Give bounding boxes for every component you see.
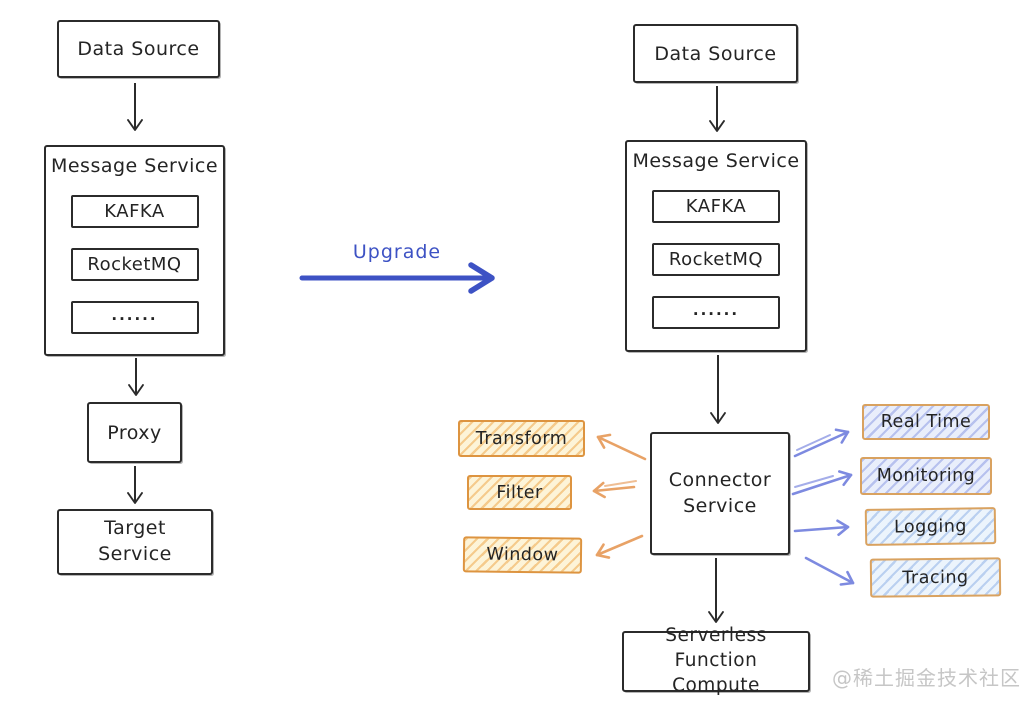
arrow-connector-to-monitoring xyxy=(791,470,853,496)
juejin-watermark: @稀土掘金技术社区 xyxy=(832,666,1021,690)
left-kafka-node: KAFKA xyxy=(70,195,199,228)
operator-window-node: Window xyxy=(462,536,583,574)
right-data-source-node: Data Source xyxy=(633,24,798,83)
arrow-connector-to-filter-sketch xyxy=(604,480,637,487)
upgrade-label: Upgrade xyxy=(352,241,442,263)
left-data-source-node: Data Source xyxy=(57,20,220,78)
left-rocketmq-node: RocketMQ xyxy=(70,248,199,281)
left-message-service-node: Message Service KAFKA RocketMQ ...... xyxy=(44,145,225,356)
arrow-connector-to-realtime-sketch xyxy=(796,434,831,451)
arrow-connector-to-logging xyxy=(793,519,850,537)
right-rocketmq-node: RocketMQ xyxy=(652,243,780,276)
arrow-connector-to-tracing xyxy=(804,556,855,586)
arrow-connector-to-realtime xyxy=(793,428,850,458)
serverless-function-compute-node: Serverless Function Compute xyxy=(622,625,810,696)
left-message-service-items: KAFKA RocketMQ ...... xyxy=(70,195,199,334)
right-kafka-node: KAFKA xyxy=(652,190,780,223)
operator-filter-node: Filter xyxy=(467,475,572,510)
right-message-service-items: KAFKA RocketMQ ...... xyxy=(652,190,780,329)
destination-logging-node: Logging xyxy=(864,507,997,546)
left-proxy-node: Proxy xyxy=(87,402,182,463)
destination-monitoring-node: Monitoring xyxy=(860,457,992,495)
destination-real-time-node: Real Time xyxy=(862,404,990,440)
destination-tracing-node: Tracing xyxy=(869,557,1002,598)
left-target-service-node: Target Service xyxy=(57,509,213,575)
right-ellipsis-node: ...... xyxy=(652,296,780,329)
operator-transform-node: Transform xyxy=(458,420,585,457)
left-message-service-title: Message Service xyxy=(50,155,219,177)
connector-service-node: Connector Service xyxy=(650,432,790,555)
arrow-connector-to-monitoring-sketch xyxy=(794,475,834,488)
arrow-connector-to-window xyxy=(595,534,644,559)
right-message-service-title: Message Service xyxy=(632,150,800,172)
left-ellipsis-node: ...... xyxy=(70,301,199,334)
arrow-connector-to-filter xyxy=(592,481,636,499)
right-message-service-node: Message Service KAFKA RocketMQ ...... xyxy=(625,140,807,352)
arrow-connector-to-transform xyxy=(596,433,647,461)
